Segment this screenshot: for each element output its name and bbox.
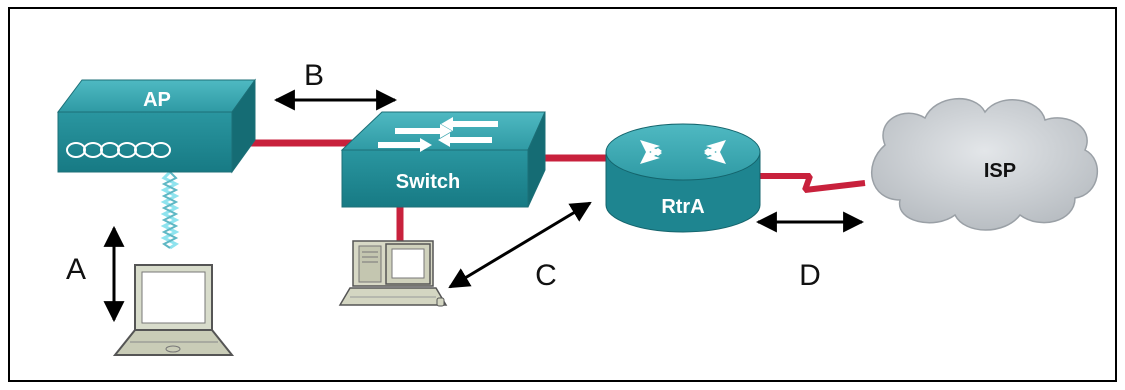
connection-arrows	[103, 89, 865, 323]
arrow-c	[448, 201, 592, 289]
label-b: B	[304, 59, 324, 92]
isp-label: ISP	[984, 160, 1016, 182]
label-c: C	[535, 259, 557, 292]
router-device[interactable]: RtrA	[605, 123, 761, 233]
isp-cloud[interactable]: ISP	[870, 98, 1099, 231]
ap-device[interactable]: AP	[57, 78, 256, 174]
link-router-isp	[760, 173, 866, 193]
router-arrows-icon	[640, 140, 726, 164]
pc-icon[interactable]	[338, 240, 448, 307]
wireless-link	[160, 170, 180, 250]
label-d: D	[799, 259, 821, 292]
ap-antenna-icon	[66, 142, 171, 158]
switch-arrows-icon	[378, 117, 498, 152]
laptop-icon[interactable]	[112, 264, 235, 356]
label-a: A	[66, 253, 86, 286]
router-label: RtrA	[661, 196, 704, 218]
ap-label: AP	[143, 89, 171, 111]
switch-device[interactable]: Switch	[340, 111, 546, 208]
switch-label: Switch	[396, 171, 460, 193]
